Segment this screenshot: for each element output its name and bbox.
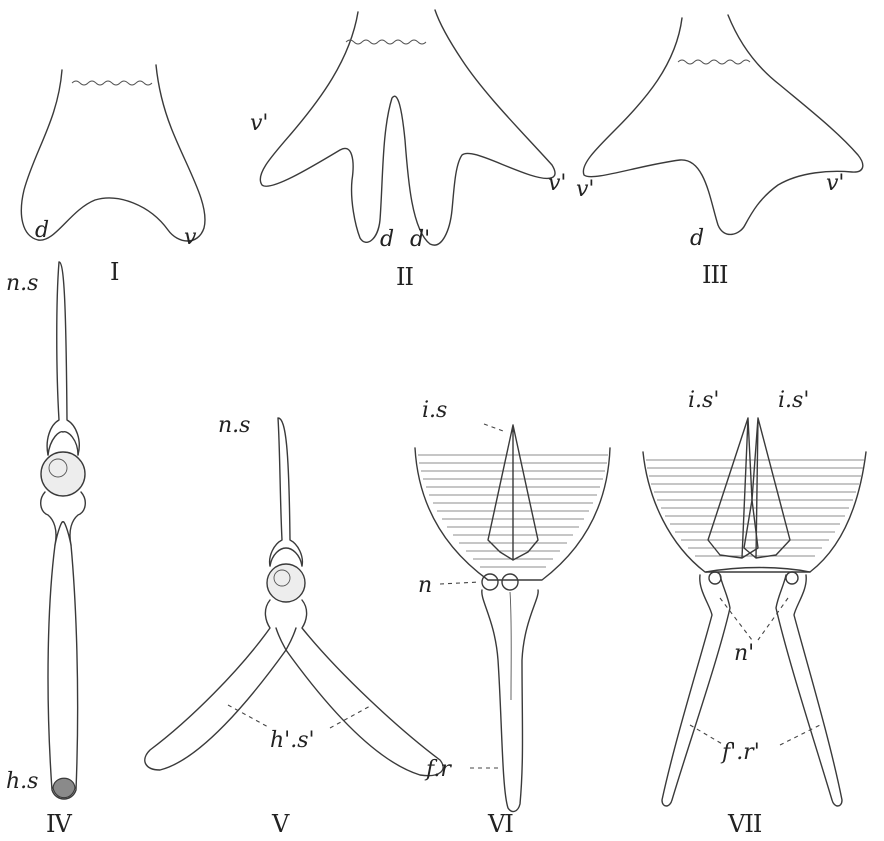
fig7-interspinous-left — [708, 418, 758, 558]
figure-5: n.s h'.s' V — [145, 413, 443, 838]
fig2-numeral: II — [396, 263, 413, 291]
fig2-outline — [260, 10, 555, 245]
fig6-radial-split — [510, 592, 511, 700]
fig4-centrum — [41, 452, 85, 496]
fig5-neural-arch — [270, 548, 302, 566]
fig1-label-d: d — [35, 218, 49, 243]
fig2-label-d-prime: d' — [410, 227, 430, 252]
fig4-numeral: IV — [46, 810, 72, 838]
fig7-label-n: n' — [734, 641, 754, 666]
fig5-leader-left — [228, 705, 270, 728]
fig5-numeral: V — [271, 810, 290, 838]
fig6-leader-n — [440, 582, 480, 584]
fig6-interspinous — [488, 425, 538, 560]
fig6-nerve-right — [502, 574, 518, 590]
figure-1: d v I — [21, 65, 205, 286]
fig3-label-d: d — [690, 226, 704, 251]
figure-7: i.s' i.s' n' f'.r' VII — [643, 388, 866, 838]
fig4-haemal-tip — [53, 778, 75, 798]
fig2-label-d: d — [380, 227, 394, 252]
fig3-suture — [678, 60, 750, 64]
fig1-suture — [72, 81, 152, 85]
fig2-suture — [346, 40, 426, 44]
fig6-label-n: n — [418, 573, 432, 598]
fig7-radial-left — [662, 575, 730, 806]
fig3-numeral: III — [702, 261, 728, 289]
fig2-label-v-right: v' — [548, 171, 566, 196]
fig5-inner-v — [276, 628, 296, 650]
fig7-label-is-right: i.s' — [778, 388, 809, 413]
fig7-numeral: VII — [727, 810, 762, 838]
fig1-outline — [21, 65, 205, 241]
fig1-numeral: I — [110, 258, 119, 286]
fig4-haemal-arch — [41, 492, 86, 545]
fig3-label-v-right: v' — [826, 171, 844, 196]
fig7-nerve-left — [709, 572, 721, 584]
fig5-leader-right — [330, 705, 372, 728]
figure-2: v' v' d d' II — [250, 10, 566, 291]
fig7-radial-right — [776, 575, 842, 806]
figure-6: i.s n f.r VI — [415, 398, 610, 838]
fig3-outline — [583, 15, 862, 234]
fig4-neural-spine — [47, 262, 79, 455]
fig5-centrum — [267, 564, 305, 602]
fig4-label-hs: h.s — [6, 769, 38, 794]
fig5-label-ns: n.s — [218, 413, 250, 438]
fig3-label-v-left: v' — [576, 177, 594, 202]
fig4-label-ns: n.s — [6, 271, 38, 296]
fig6-numeral: VI — [487, 810, 513, 838]
fig7-label-is-left: i.s' — [688, 388, 719, 413]
fig1-label-v: v — [184, 225, 197, 250]
fig7-leader-n-right — [758, 598, 788, 640]
fig7-leader-n-left — [720, 598, 752, 640]
fig7-label-fr: f'.r' — [720, 740, 760, 765]
fig6-leader-is — [484, 424, 506, 432]
fig6-label-fr: f.r — [424, 757, 452, 782]
fig7-nerve-right — [786, 572, 798, 584]
fig7-fin-rays — [646, 460, 864, 556]
fig6-fin-radial — [482, 590, 538, 811]
fig6-nerve-left — [482, 574, 498, 590]
fig5-label-hs: h'.s' — [270, 728, 315, 753]
fig5-neural-spine — [270, 418, 303, 566]
figure-4: n.s h.s IV — [6, 262, 85, 838]
figure-3: v' v' d III — [576, 15, 863, 289]
fig6-label-is: i.s — [422, 398, 447, 423]
fig4-haemal-spine — [48, 545, 78, 799]
fig2-label-v-left: v' — [250, 111, 268, 136]
